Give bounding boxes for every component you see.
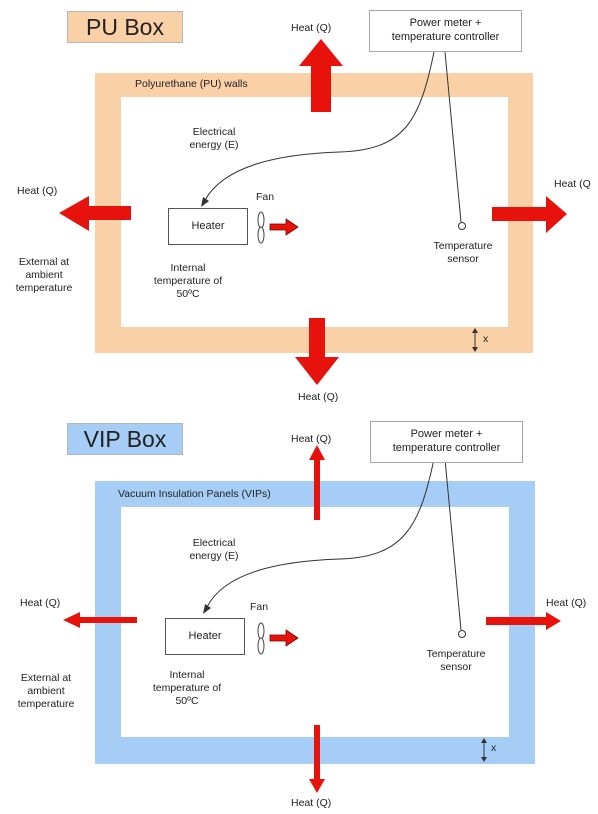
- pu-fan-blade-top: [257, 211, 265, 229]
- pu-sensor-line2: sensor: [447, 253, 479, 265]
- vip-thickness-label: x: [491, 742, 497, 754]
- vip-electrical-label: Electrical energy (E): [180, 537, 248, 563]
- pu-thickness-arrowhead-top: [472, 328, 478, 333]
- pu-heat-label-top: Heat (Q): [291, 22, 332, 34]
- vip-internal-line3: 50ºC: [175, 695, 199, 707]
- pu-controller-line1: Power meter +: [409, 17, 482, 29]
- vip-external-line1: External at: [20, 672, 72, 684]
- pu-heat-arrow-left: [59, 196, 131, 231]
- vip-external-line3: temperature: [17, 698, 75, 710]
- pu-sensor-label: Temperature sensor: [418, 240, 508, 266]
- vip-wall-label: Vacuum Insulation Panels (VIPs): [118, 488, 271, 500]
- pu-electrical-line2: energy (E): [189, 139, 239, 151]
- vip-sensor-probe: [458, 630, 466, 638]
- vip-heat-label-left: Heat (Q): [20, 597, 61, 609]
- vip-controller-box: Power meter + temperature controller: [370, 421, 523, 463]
- pu-wire-arrowhead: [201, 197, 209, 207]
- vip-heat-label-bottom: Heat (Q): [291, 797, 332, 809]
- pu-heat-arrow-right: [492, 196, 567, 233]
- pu-wall-label: Polyurethane (PU) walls: [135, 78, 248, 90]
- pu-internal-line3: 50ºC: [176, 288, 200, 300]
- vip-controller-line2: temperature controller: [392, 442, 501, 454]
- pu-electrical-label: Electrical energy (E): [180, 126, 248, 152]
- pu-thickness-arrowhead-bottom: [472, 347, 478, 352]
- vip-title: VIP Box: [67, 423, 183, 455]
- vip-heat-label-right: Heat (Q): [546, 597, 587, 609]
- pu-controller-box: Power meter + temperature controller: [369, 10, 522, 52]
- pu-fan-label: Fan: [256, 191, 275, 203]
- pu-controller-line2: temperature controller: [391, 31, 500, 43]
- vip-heat-arrow-right: [486, 612, 561, 630]
- pu-external-line2: ambient: [25, 269, 63, 281]
- pu-sensor-wire: [444, 51, 462, 223]
- vip-sensor-line1: Temperature: [426, 648, 486, 660]
- vip-thickness-arrowhead-bottom: [481, 757, 487, 762]
- pu-box-graphics: [59, 39, 567, 385]
- vip-controller-line1: Power meter +: [410, 428, 483, 440]
- vip-internal-line2: temperature of: [152, 682, 222, 694]
- pu-sensor-probe: [458, 222, 466, 230]
- pu-title: PU Box: [67, 11, 183, 43]
- vip-fan-blade-top: [257, 622, 265, 640]
- vip-box-diagram: VIP Box Vacuum Insulation Panels (VIPs) …: [0, 407, 598, 814]
- pu-electrical-line1: Electrical: [192, 126, 236, 138]
- vip-heat-label-top: Heat (Q): [291, 433, 332, 445]
- pu-fan-airflow-arrow: [269, 218, 299, 236]
- vip-thickness-arrowhead-top: [481, 738, 487, 743]
- vip-box-graphics: [63, 445, 561, 793]
- vip-heat-arrow-top: [309, 445, 325, 520]
- pu-sensor-line1: Temperature: [433, 240, 493, 252]
- pu-internal-temp-label: Internal temperature of 50ºC: [143, 262, 233, 301]
- vip-external-label: External at ambient temperature: [6, 672, 86, 711]
- pu-box-diagram: PU Box Polyurethane (PU) walls Power met…: [4, 10, 591, 403]
- vip-wire-arrowhead: [203, 604, 211, 614]
- pu-heat-arrow-top: [299, 39, 343, 112]
- pu-external-line1: External at: [18, 256, 70, 268]
- pu-internal-line2: temperature of: [153, 275, 223, 287]
- vip-electrical-line1: Electrical: [192, 537, 236, 549]
- pu-heat-label-left: Heat (Q): [17, 185, 58, 197]
- pu-external-label: External at ambient temperature: [4, 256, 84, 295]
- vip-sensor-label: Temperature sensor: [411, 648, 501, 674]
- pu-internal-line1: Internal: [170, 262, 206, 274]
- pu-electrical-wire: [204, 51, 435, 201]
- vip-electrical-line2: energy (E): [189, 550, 239, 562]
- pu-heater: Heater: [168, 208, 248, 245]
- vip-electrical-wire: [206, 458, 435, 608]
- vip-internal-temp-label: Internal temperature of 50ºC: [142, 669, 232, 708]
- vip-heater: Heater: [165, 618, 245, 655]
- pu-heat-label-right: Heat (Q: [554, 178, 591, 190]
- pu-fan-blade-bottom: [257, 226, 265, 244]
- pu-external-line3: temperature: [15, 282, 73, 294]
- pu-heat-arrow-bottom: [295, 318, 339, 385]
- vip-fan-airflow-arrow: [269, 629, 299, 647]
- pu-heat-label-bottom: Heat (Q): [298, 391, 339, 403]
- vip-heat-arrow-bottom: [309, 725, 325, 793]
- vip-internal-line1: Internal: [169, 669, 205, 681]
- vip-sensor-wire: [444, 458, 462, 631]
- vip-fan-blade-bottom: [257, 637, 265, 655]
- vip-sensor-line2: sensor: [440, 661, 472, 673]
- vip-external-line2: ambient: [27, 685, 65, 697]
- vip-heat-arrow-left: [63, 612, 137, 628]
- pu-thickness-label: x: [483, 333, 489, 345]
- vip-fan-label: Fan: [250, 601, 269, 613]
